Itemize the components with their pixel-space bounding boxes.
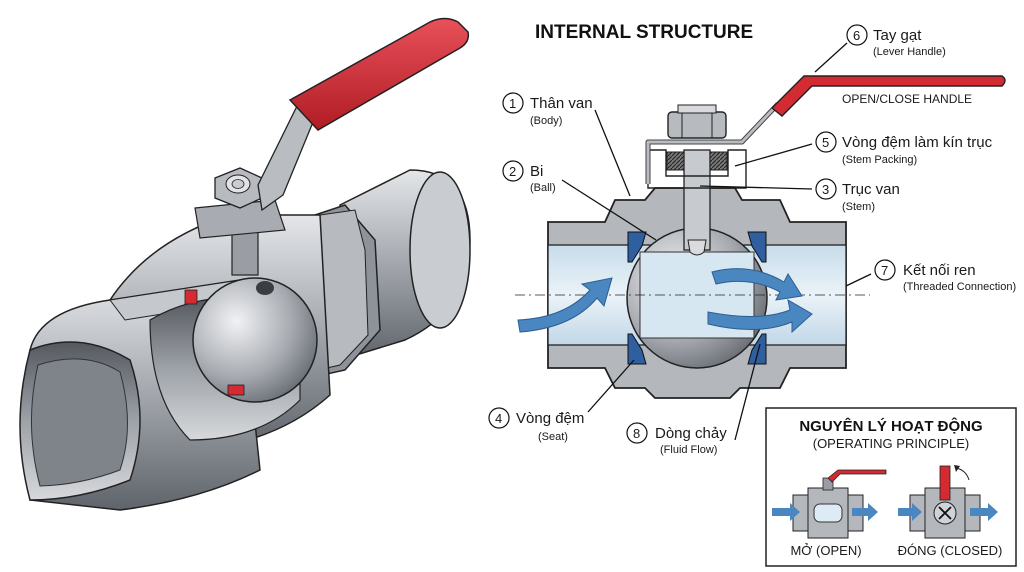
handle-caption: OPEN/CLOSE HANDLE (842, 92, 972, 106)
flow-arrow-in (517, 277, 613, 333)
closed-valve-icon (898, 465, 998, 539)
svg-text:Vòng đệm làm kín trục: Vòng đệm làm kín trục (842, 134, 993, 151)
svg-text:(Lever Handle): (Lever Handle) (873, 46, 946, 58)
flow-arrow-out (707, 299, 813, 334)
callout-seat: 4 Vòng đệm (Seat) (488, 359, 635, 443)
svg-text:3: 3 (822, 182, 829, 197)
open-valve-icon (772, 469, 887, 539)
cutaway-illustration (19, 17, 471, 511)
section-handle-red (770, 75, 1006, 117)
operating-principle-panel: NGUYÊN LÝ HOẠT ĐỘNG (OPERATING PRINCIPLE… (765, 407, 1017, 567)
svg-text:(Threaded Connection): (Threaded Connection) (903, 281, 1016, 293)
svg-text:(Fluid Flow): (Fluid Flow) (660, 444, 717, 456)
svg-text:2: 2 (509, 164, 516, 179)
svg-text:4: 4 (495, 411, 502, 426)
svg-text:Tay gạt: Tay gạt (873, 27, 922, 44)
section-view (515, 75, 1006, 399)
callout-stem: 3 Trục van (Stem) (699, 178, 900, 213)
svg-text:(Stem): (Stem) (842, 201, 875, 213)
callout-lever-handle: 6 Tay gạt (Lever Handle) (814, 24, 946, 73)
callout-stem-packing: 5 Vòng đệm làm kín trục (Stem Packing) (734, 131, 993, 167)
svg-text:(Ball): (Ball) (530, 182, 556, 194)
handle-red-grip (288, 17, 470, 131)
svg-text:Trục van: Trục van (842, 181, 900, 198)
svg-text:Thân van: Thân van (530, 95, 593, 112)
svg-text:Kết nối ren: Kết nối ren (903, 262, 976, 279)
closed-label: ĐÓNG (CLOSED) (898, 543, 1003, 558)
svg-text:(Seat): (Seat) (538, 431, 568, 443)
seat-right (747, 231, 767, 263)
svg-text:6: 6 (853, 28, 860, 43)
principle-title: NGUYÊN LÝ HOẠT ĐỘNG (799, 417, 982, 435)
principle-subtitle: (OPERATING PRINCIPLE) (813, 436, 970, 451)
svg-text:(Body): (Body) (530, 115, 562, 127)
svg-text:7: 7 (881, 263, 888, 278)
svg-text:(Stem Packing): (Stem Packing) (842, 154, 917, 166)
diagram-title: INTERNAL STRUCTURE (535, 22, 753, 43)
svg-text:8: 8 (633, 426, 640, 441)
svg-text:Bi: Bi (530, 163, 543, 180)
svg-text:Vòng đệm: Vòng đệm (516, 410, 584, 427)
svg-text:5: 5 (822, 135, 829, 150)
callout-ball: 2 Bi (Ball) (502, 160, 657, 241)
callout-fluid-flow: 8 Dòng chảy (Fluid Flow) (626, 343, 761, 456)
callout-threaded-connection: 7 Kết nối ren (Threaded Connection) (845, 259, 1016, 293)
flow-arrow-mid (711, 268, 803, 301)
svg-text:1: 1 (509, 96, 516, 111)
open-label: MỞ (OPEN) (790, 543, 861, 558)
svg-text:Dòng chảy: Dòng chảy (655, 425, 727, 442)
callout-body: 1 Thân van (Body) (502, 92, 631, 197)
stem-packing (666, 151, 685, 171)
